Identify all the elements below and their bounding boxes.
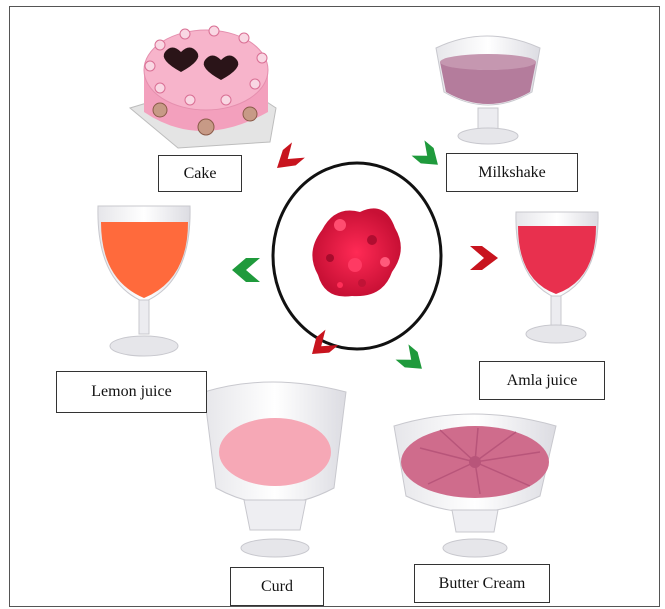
lemon-juice-image xyxy=(98,206,190,356)
label-amla-juice: Amla juice xyxy=(479,361,605,400)
center-circle xyxy=(273,163,441,349)
arrow-to-cake xyxy=(271,142,305,175)
cake-image xyxy=(130,26,276,148)
label-lemon-juice: Lemon juice xyxy=(56,371,207,413)
label-curd: Curd xyxy=(230,567,324,606)
arrow-to-milkshake xyxy=(412,140,445,172)
label-cake: Cake xyxy=(158,155,242,192)
label-butter-cream: Butter Cream xyxy=(414,564,550,603)
amla-juice-image xyxy=(516,212,598,343)
butter-cream-image xyxy=(394,414,556,557)
arrow-to-butter-cream xyxy=(396,344,429,376)
milkshake-image xyxy=(436,36,540,144)
label-milkshake: Milkshake xyxy=(446,153,578,192)
arrow-to-amla xyxy=(470,246,498,270)
curd-image xyxy=(204,382,346,557)
arrow-to-lemon-juice xyxy=(232,258,260,282)
